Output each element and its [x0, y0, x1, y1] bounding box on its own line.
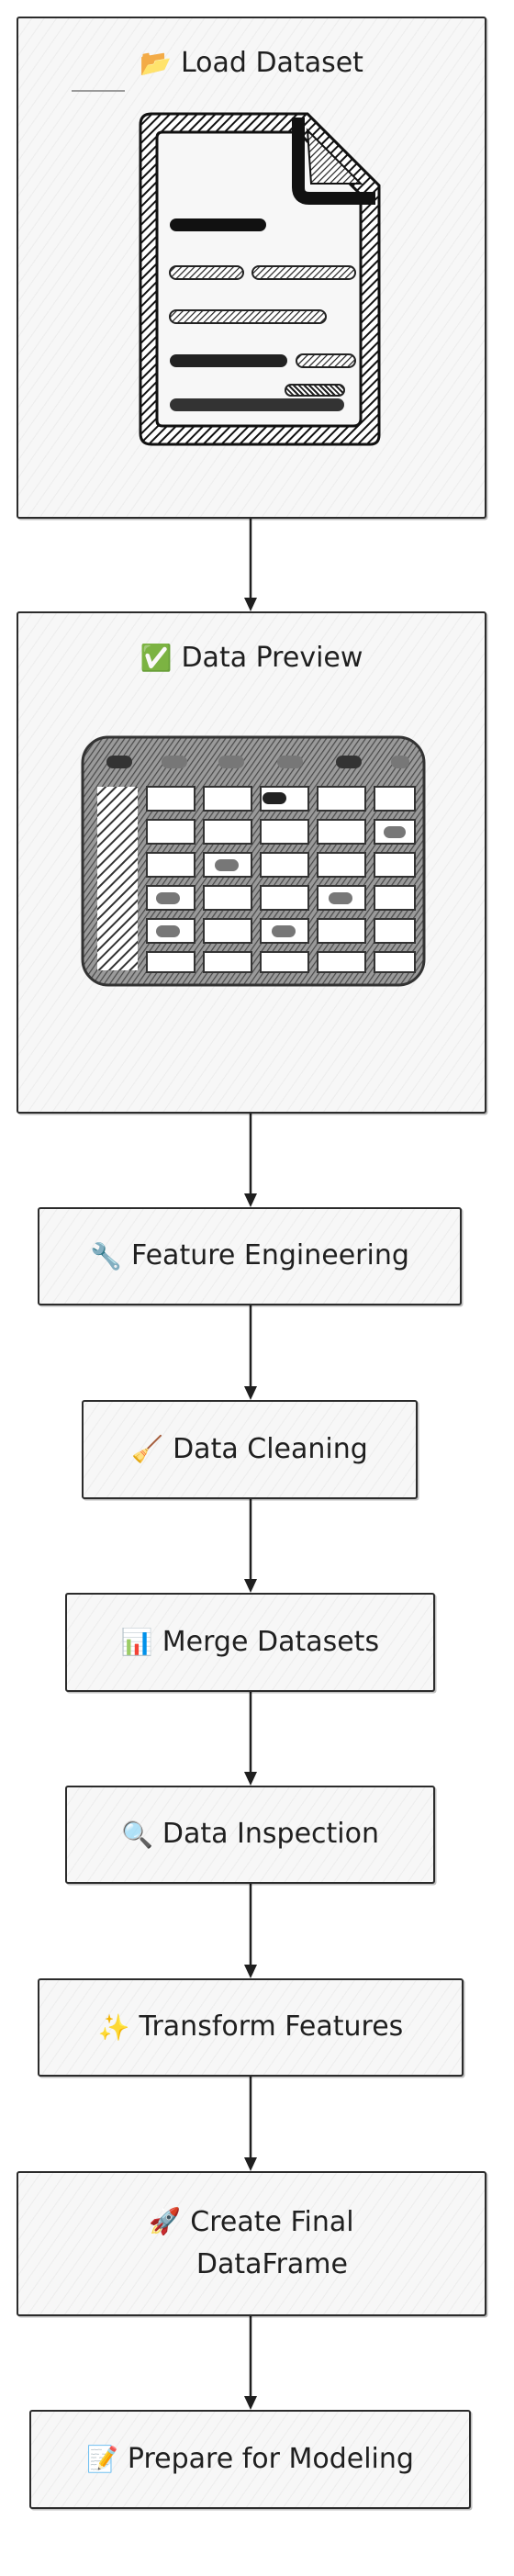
edge-preview-feature — [244, 1114, 257, 1207]
node-label: 📝 Prepare for Modeling — [86, 2442, 414, 2475]
sparkles-icon: ✨ — [97, 2011, 130, 2043]
edge-merge-inspection — [244, 1692, 257, 1786]
edge-final-prepare — [244, 2316, 257, 2410]
edge-load-preview — [244, 519, 257, 611]
node-label: 🧹 Data Cleaning — [131, 1432, 368, 1465]
node-merge-datasets[interactable]: 📊 Merge Datasets — [65, 1593, 435, 1692]
node-label: 🔧 Feature Engineering — [90, 1239, 409, 1272]
folder-icon: 📂 — [140, 48, 172, 79]
node-label: 🔍 Data Inspection — [121, 1818, 379, 1851]
node-transform-features[interactable]: ✨ Transform Features — [38, 1978, 464, 2077]
node-prepare-for-modeling[interactable]: 📝 Prepare for Modeling — [29, 2410, 471, 2509]
node-create-final-dataframe[interactable]: 🚀 Create Final DataFrame — [17, 2171, 486, 2316]
edge-cleaning-merge — [244, 1499, 257, 1593]
check-icon: ✅ — [140, 643, 173, 674]
node-label: 📊 Merge Datasets — [120, 1625, 380, 1658]
rocket-icon: 🚀 — [149, 2205, 182, 2236]
bar-chart-icon: 📊 — [120, 1627, 153, 1657]
edge-inspection-transform — [244, 1884, 257, 1978]
node-feature-engineering[interactable]: 🔧 Feature Engineering — [38, 1207, 462, 1305]
wrench-icon: 🔧 — [90, 1240, 122, 1271]
table-icon — [81, 735, 426, 987]
memo-icon: 📝 — [86, 2444, 118, 2474]
node-label: 📂 Load Dataset — [140, 47, 363, 79]
node-label: ✨ Transform Features — [97, 2010, 404, 2044]
broom-icon: 🧹 — [131, 1434, 164, 1464]
node-label: 🚀 Create Final DataFrame — [149, 2205, 354, 2281]
magnifier-icon: 🔍 — [121, 1819, 153, 1850]
node-label: ✅ Data Preview — [140, 642, 363, 674]
edge-feature-cleaning — [244, 1305, 257, 1400]
accent-line — [72, 90, 125, 92]
doc-extra-line — [285, 384, 345, 397]
node-data-preview[interactable]: ✅ Data Preview — [17, 611, 486, 1114]
node-data-inspection[interactable]: 🔍 Data Inspection — [65, 1786, 435, 1884]
document-icon — [139, 112, 381, 446]
node-load-dataset[interactable]: 📂 Load Dataset — [17, 17, 486, 519]
node-data-cleaning[interactable]: 🧹 Data Cleaning — [82, 1400, 418, 1499]
edge-transform-final — [244, 2077, 257, 2171]
